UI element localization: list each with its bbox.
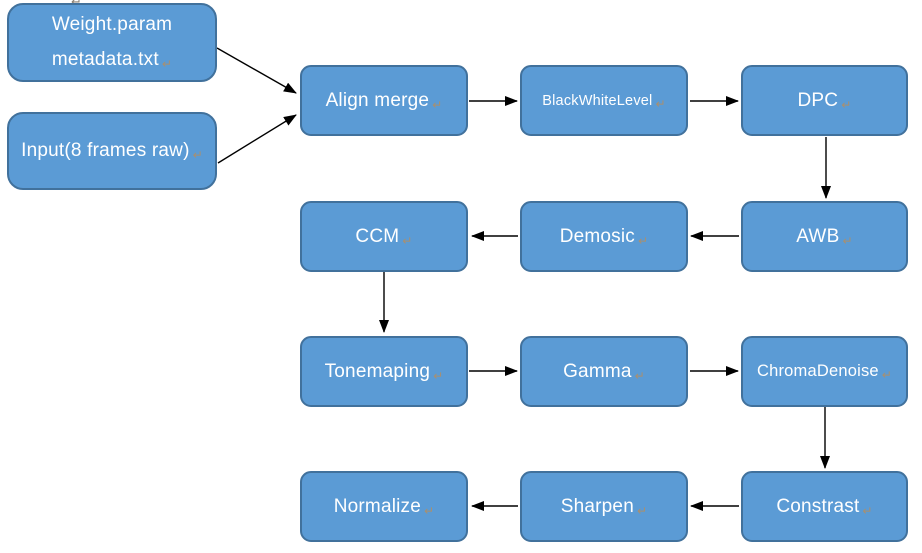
node-constrast-label: Constrast↵ xyxy=(776,495,873,518)
return-mark-icon: ↵ xyxy=(841,97,852,112)
connector-weight-param-to-align-merge[interactable] xyxy=(216,47,297,94)
node-sharpen[interactable]: Sharpen↵ xyxy=(520,471,688,542)
node-gamma-label: Gamma↵ xyxy=(563,360,645,383)
node-constrast[interactable]: Constrast↵ xyxy=(741,471,908,542)
return-mark-icon: ↵ xyxy=(433,368,444,383)
node-chromadenoise[interactable]: ChromaDenoise↵ xyxy=(741,336,908,407)
return-mark-icon: ↵ xyxy=(402,233,413,248)
node-sharpen-label: Sharpen↵ xyxy=(560,495,648,518)
return-mark-icon: ↵ xyxy=(432,97,443,112)
node-weight-param[interactable]: Weight.param metadata.txt↵ xyxy=(7,3,217,82)
node-awb-label: AWB↵ xyxy=(796,225,853,248)
node-normalize[interactable]: Normalize↵ xyxy=(300,471,468,542)
node-blackwhitelevel[interactable]: BlackWhiteLevel↵ xyxy=(520,65,688,136)
node-align-merge-label: Align merge↵ xyxy=(325,89,443,112)
node-awb[interactable]: AWB↵ xyxy=(741,201,908,272)
node-demosic[interactable]: Demosic↵ xyxy=(520,201,688,272)
return-mark-icon: ↵ xyxy=(192,148,203,162)
return-mark-icon: ↵ xyxy=(862,503,873,518)
node-chromadenoise-label: ChromaDenoise↵ xyxy=(756,362,893,382)
return-mark-icon: ↵ xyxy=(161,57,173,71)
return-mark-icon: ↵ xyxy=(638,233,649,248)
node-ccm-label: CCM↵ xyxy=(355,225,413,248)
return-mark-icon: ↵ xyxy=(634,368,645,383)
node-dpc-label: DPC↵ xyxy=(797,89,852,112)
return-mark-icon: ↵ xyxy=(636,503,648,518)
node-blackwhitelevel-label: BlackWhiteLevel↵ xyxy=(542,92,666,111)
node-input-raw[interactable]: Input(8 frames raw)↵ xyxy=(7,112,217,190)
node-tonemaping-label: Tonemaping↵ xyxy=(324,360,444,383)
node-demosic-label: Demosic↵ xyxy=(559,225,649,248)
return-mark-icon: ↵ xyxy=(881,368,893,382)
node-weight-param-line1: Weight.param xyxy=(51,14,173,35)
node-input-raw-label: Input(8 frames raw)↵ xyxy=(21,140,203,162)
return-mark-icon: ↵ xyxy=(842,233,853,248)
node-gamma[interactable]: Gamma↵ xyxy=(520,336,688,407)
node-ccm[interactable]: CCM↵ xyxy=(300,201,468,272)
node-normalize-label: Normalize↵ xyxy=(333,495,435,518)
node-dpc[interactable]: DPC↵ xyxy=(741,65,908,136)
node-weight-param-line2: metadata.txt↵ xyxy=(51,49,173,71)
node-tonemaping[interactable]: Tonemaping↵ xyxy=(300,336,468,407)
connector-input-raw-to-align-merge[interactable] xyxy=(217,114,297,164)
node-align-merge[interactable]: Align merge↵ xyxy=(300,65,468,136)
return-mark-icon: ↵ xyxy=(424,503,435,518)
return-mark-icon: ↵ xyxy=(655,96,666,111)
